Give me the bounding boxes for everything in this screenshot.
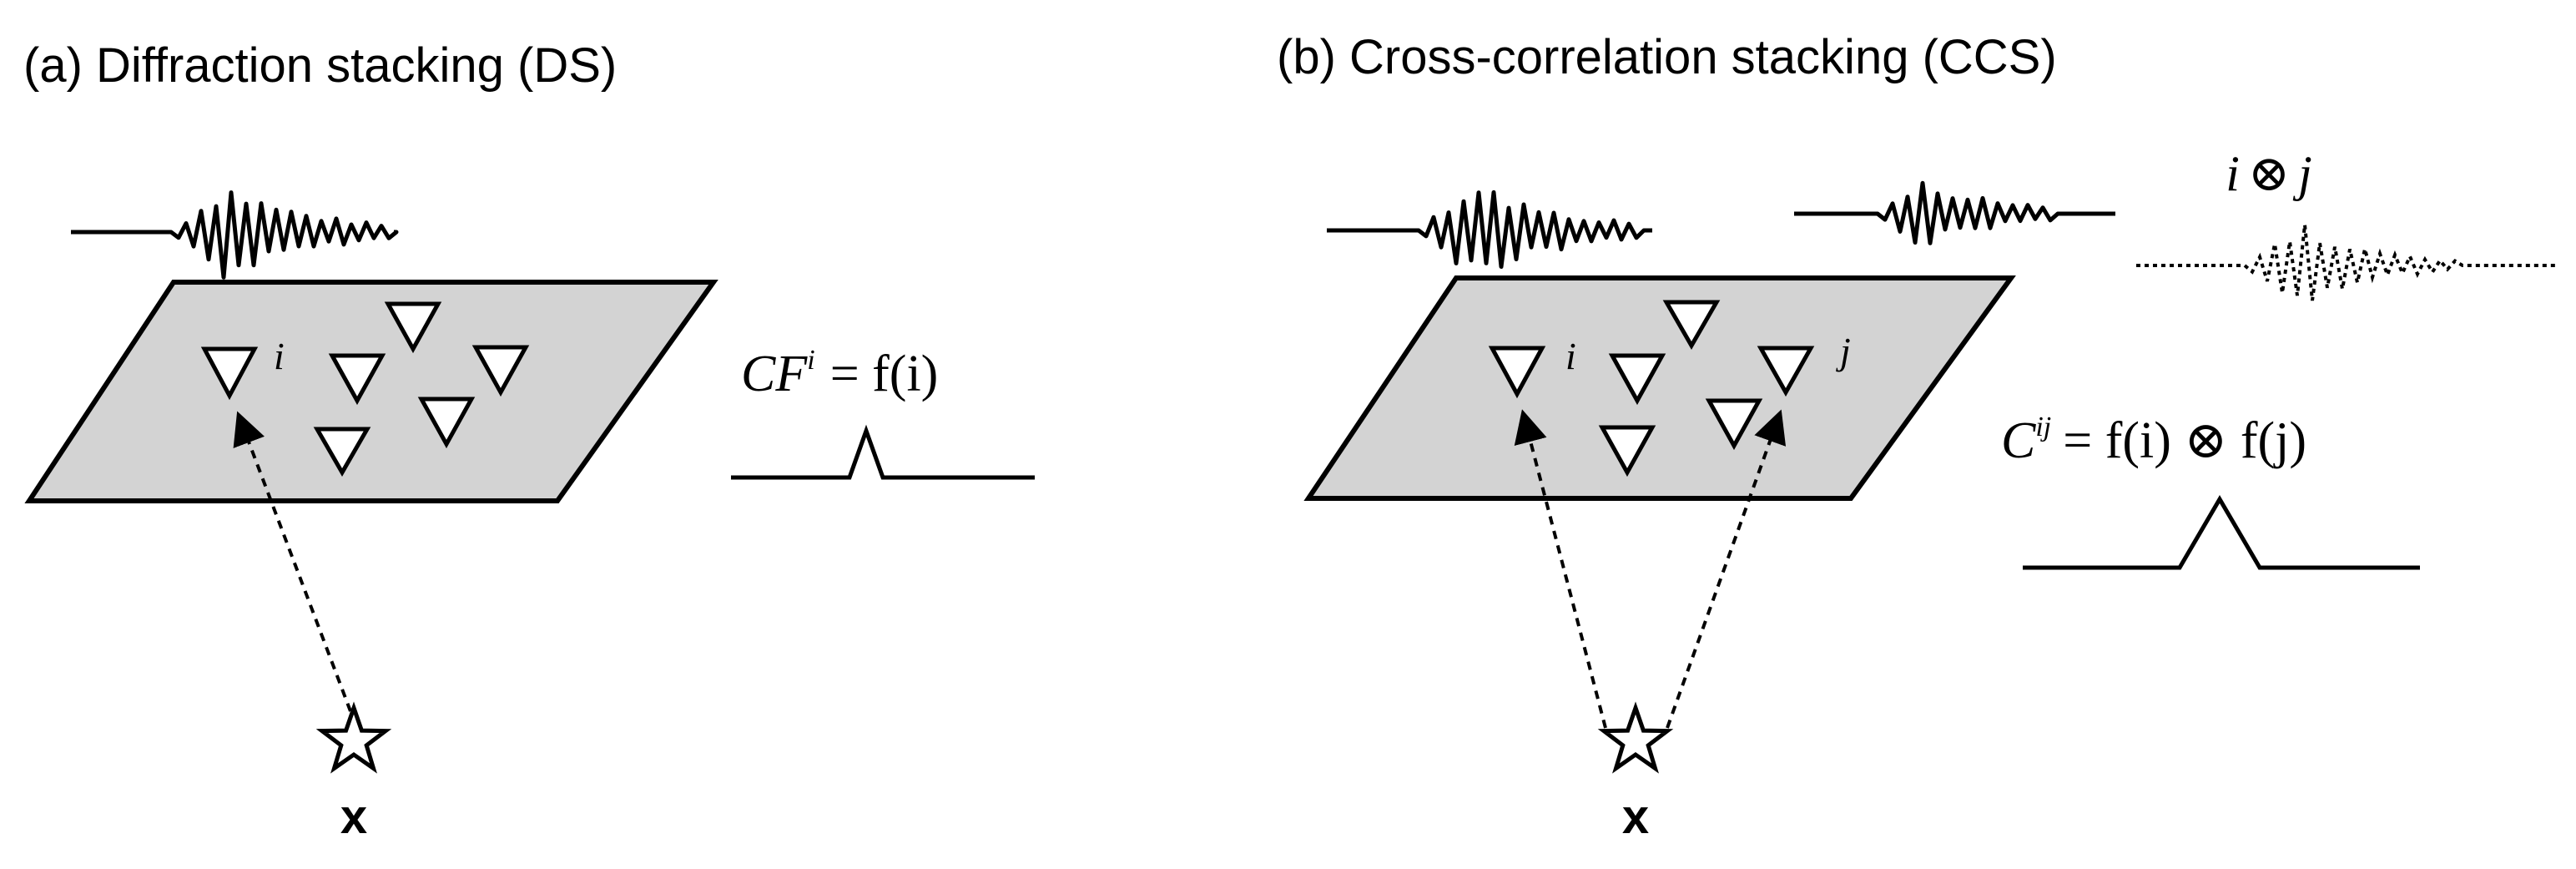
- source-label-b: x: [1622, 790, 1649, 844]
- station-b-j: [1757, 346, 1815, 397]
- station-a-label: i: [274, 335, 285, 377]
- xcorr-label: i⊗j: [2226, 146, 2312, 201]
- seismic-trace-b-j: [1794, 180, 2115, 245]
- source-label-a: x: [340, 790, 367, 844]
- cf-pulse: [731, 424, 1035, 480]
- cij-pulse: [2023, 495, 2420, 570]
- panel-a: (a) Diffraction stacking (DS) i x CFi= f…: [23, 38, 1035, 844]
- station-b-label-i: i: [1565, 335, 1576, 377]
- seismic-trace-a: [71, 190, 399, 280]
- source-star-b: [1597, 701, 1674, 774]
- panel-b-title: (b) Cross-correlation stacking (CCS): [1277, 30, 2057, 84]
- source-star-a: [315, 701, 392, 774]
- station-a-3: [328, 353, 386, 406]
- ray-path-a: [233, 411, 352, 712]
- seismic-trace-b-i: [1327, 189, 1652, 269]
- station-b-5: [1705, 398, 1763, 451]
- xcorr-trace: [2136, 225, 2558, 301]
- station-b-2: [1662, 300, 1721, 351]
- station-b-6: [1598, 425, 1656, 477]
- station-a-4: [471, 345, 530, 397]
- equation-cij: Cij= f(i) ⊗ f(j): [2001, 412, 2306, 469]
- equation-cf: CFi= f(i): [741, 345, 938, 402]
- station-a-5: [417, 397, 476, 449]
- station-a-6: [313, 427, 371, 477]
- station-b-i: [1488, 346, 1546, 399]
- station-a-main: [200, 346, 259, 401]
- panel-b: (b) Cross-correlation stacking (CCS) i⊗j…: [1277, 30, 2558, 844]
- ray-path-b-j: [1666, 409, 1787, 729]
- panel-a-title: (a) Diffraction stacking (DS): [23, 38, 617, 93]
- station-b-3: [1608, 353, 1666, 406]
- station-b-label-j: j: [1836, 330, 1851, 372]
- station-plane-b: [1303, 275, 2016, 501]
- station-plane-a: [24, 280, 718, 503]
- station-a-2: [384, 301, 442, 354]
